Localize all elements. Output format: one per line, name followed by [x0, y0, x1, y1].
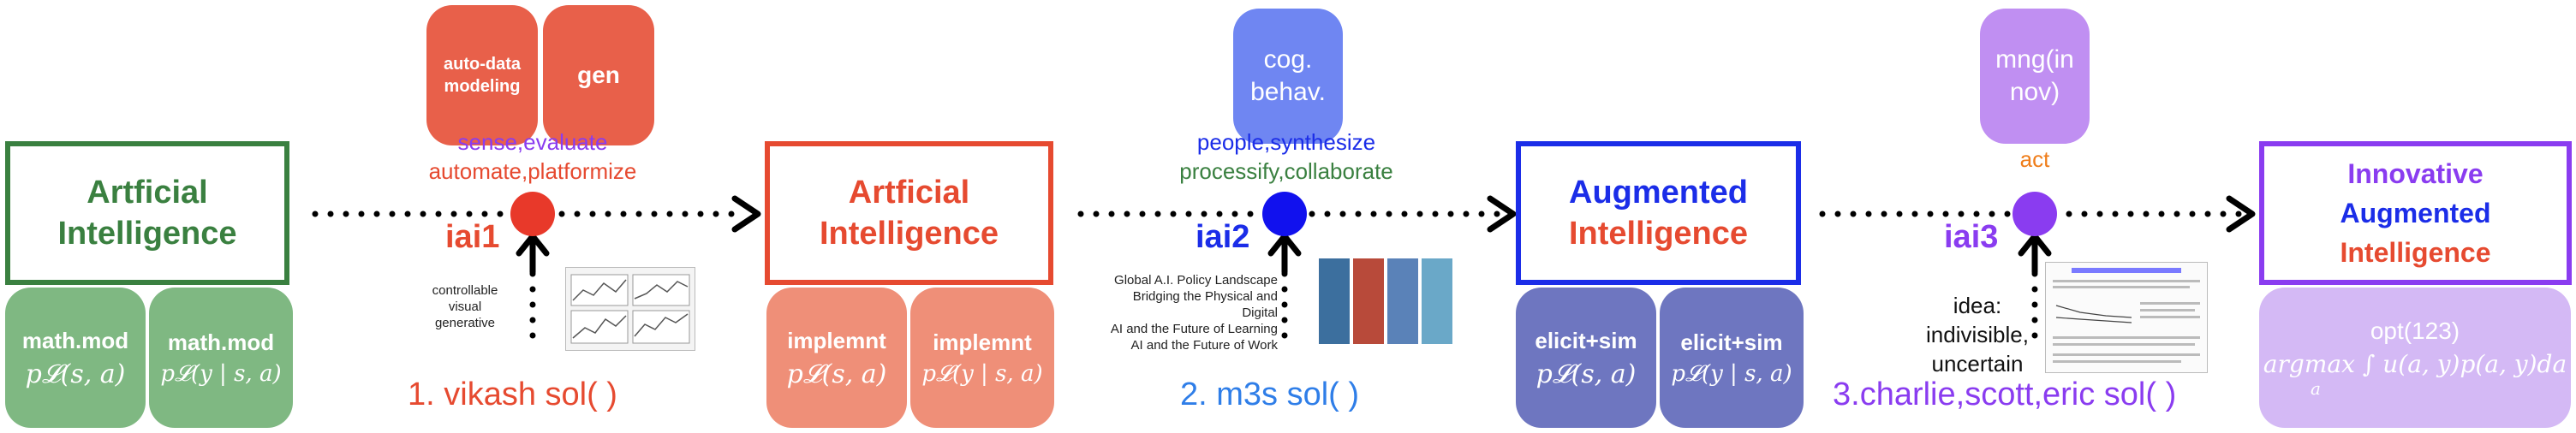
elicit-sim-pill-1: elicit+sim p𝓛(s, a): [1516, 288, 1656, 428]
special-projects-thumbnail: [2045, 262, 2208, 373]
stage-3-line-2: Intelligence: [1568, 216, 1749, 252]
iai1-label-1: sense,evaluate: [457, 129, 608, 155]
pill-formula: p𝓛(y | s, a): [160, 360, 282, 387]
stage-4-line-2: Augmented: [2340, 198, 2491, 228]
controllable-annotation: controllable visual generative: [418, 282, 512, 331]
iai3-node: [2012, 192, 2057, 236]
pill-title: elicit+sim: [1680, 329, 1783, 355]
up-arrow-1: [516, 233, 550, 257]
gen-label: gen: [577, 62, 620, 88]
stage-innovative-augmented-intelligence: Innovative Augmented Intelligence: [2259, 141, 2572, 285]
iai2-node: [1262, 192, 1307, 236]
stage-2-line-2: Intelligence: [819, 216, 999, 252]
iai1-node: [510, 192, 555, 236]
stage-2-line-1: Artficial: [848, 175, 970, 211]
math-mod-pill-2: math.mod p𝓛(y | s, a): [149, 288, 293, 428]
pill-formula: p𝓛(s, a): [786, 359, 887, 389]
annotation-line: visual: [448, 300, 482, 314]
pill-title: implemnt: [787, 327, 886, 353]
pill-title: math.mod: [167, 329, 275, 355]
book-cover: [1422, 258, 1452, 344]
stage-4-line-3: Intelligence: [2340, 237, 2491, 268]
auto-data-modeling-pill: auto-data modeling: [426, 5, 538, 145]
stage-artificial-intelligence-2: Artficial Intelligence: [765, 141, 1053, 285]
chart-thumbnail: [565, 267, 695, 351]
cog-behav-pill: cog. behav.: [1233, 9, 1343, 144]
chart-thumbnail-graphic: [570, 274, 690, 344]
annotation-line: Global A.I. Policy Landscape: [1114, 273, 1278, 288]
stage-artificial-intelligence-1: Artficial Intelligence: [5, 141, 289, 285]
iai1-label-2: automate,platformize: [428, 158, 637, 184]
policy-annotation: Global A.I. Policy Landscape Bridging th…: [1106, 272, 1278, 353]
idea-annotation: idea: indivisible, uncertain: [1922, 291, 2033, 378]
auto-data-modeling-label: auto-data modeling: [444, 55, 521, 96]
pill-title: math.mod: [21, 327, 129, 353]
iai2-code: iai2: [1196, 219, 1250, 255]
pill-title: implemnt: [933, 329, 1032, 355]
annotation-line: controllable: [432, 283, 498, 298]
solution-1: 1. vikash sol( ): [408, 377, 617, 412]
book-covers-thumbnail: [1319, 258, 1454, 351]
gen-pill: gen: [543, 5, 654, 145]
iai3-code: iai3: [1944, 219, 1999, 255]
stage-3-line-1: Augmented: [1569, 175, 1748, 211]
math-mod-pill-1: math.mod p𝓛(s, a): [5, 288, 146, 428]
pill-title: opt(123): [2370, 317, 2460, 344]
iai2-label-1: people,synthesize: [1196, 129, 1376, 155]
mng-innov-pill: mng(in nov): [1980, 9, 2090, 144]
annotation-line: uncertain: [1931, 351, 2024, 377]
opt-pill: opt(123) argmax ∫ u(a, y)p(a, y)da a: [2259, 288, 2571, 428]
pill-formula-subscript: a: [2311, 377, 2321, 399]
mng-innov-label: mng(in nov): [1995, 45, 2074, 106]
book-cover: [1319, 258, 1350, 344]
stage-4-line-1: Innovative: [2347, 158, 2484, 189]
iai1-code: iai1: [445, 219, 500, 255]
stage-1-line-1: Artficial: [86, 175, 208, 211]
pill-formula: p𝓛(y | s, a): [921, 360, 1043, 387]
pill-title: elicit+sim: [1535, 327, 1637, 353]
iai3-label-1: act: [2019, 146, 2050, 172]
cog-behav-label: cog. behav.: [1250, 45, 1326, 106]
arrowhead-2: [1487, 195, 1517, 233]
elicit-sim-pill-2: elicit+sim p𝓛(y | s, a): [1660, 288, 1804, 428]
stage-augmented-intelligence: Augmented Intelligence: [1516, 141, 1801, 285]
pill-formula: argmax ∫ u(a, y)p(a, y)da: [2263, 349, 2567, 378]
up-arrow-2: [1267, 233, 1302, 257]
annotation-line: AI and the Future of Learning: [1110, 322, 1278, 336]
solution-2: 2. m3s sol( ): [1180, 377, 1360, 412]
iai2-label-2: processify,collaborate: [1179, 158, 1393, 184]
book-cover: [1387, 258, 1418, 344]
arrowhead-3: [2226, 195, 2256, 233]
solution-3: 3.charlie,scott,eric sol( ): [1833, 377, 2177, 412]
annotation-line: AI and the Future of Work: [1130, 338, 1278, 353]
up-arrow-3: [2018, 233, 2052, 257]
pill-formula: p𝓛(s, a): [25, 359, 126, 389]
implemnt-pill-1: implemnt p𝓛(s, a): [766, 288, 907, 428]
special-projects-graphic: [2053, 268, 2200, 363]
implemnt-pill-2: implemnt p𝓛(y | s, a): [910, 288, 1054, 428]
annotation-line: idea:: [1953, 293, 2002, 318]
stage-1-line-2: Intelligence: [57, 216, 237, 252]
annotation-line: indivisible,: [1926, 322, 2029, 347]
pill-formula: p𝓛(s, a): [1535, 359, 1637, 389]
annotation-line: Bridging the Physical and Digital: [1132, 289, 1278, 320]
book-cover: [1353, 258, 1384, 344]
arrowhead-1: [731, 195, 761, 233]
pill-formula: p𝓛(y | s, a): [1671, 360, 1792, 387]
annotation-line: generative: [434, 316, 496, 330]
